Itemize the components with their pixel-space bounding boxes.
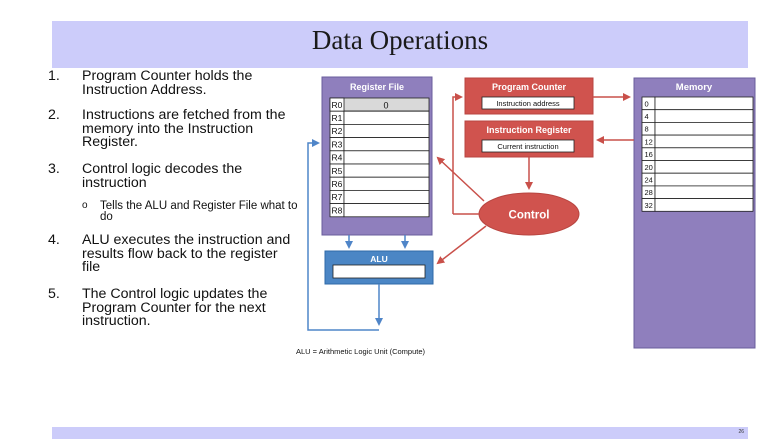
memory-cell — [654, 185, 754, 199]
title-bar: Data Operations — [52, 21, 748, 68]
memory-cell — [654, 109, 754, 123]
diagram-caption: ALU = Arithmetic Logic Unit (Compute) — [296, 347, 426, 356]
program-counter-title: Program Counter — [492, 82, 567, 92]
memory-rows: 0 4 8 12 16 20 24 28 32 — [641, 96, 754, 212]
register-label: R4 — [332, 153, 343, 163]
footer-bar — [52, 427, 748, 439]
register-label: R8 — [332, 205, 343, 215]
register-value-cell — [343, 189, 430, 204]
control-to-pc-arrow — [452, 93, 463, 214]
memory-address: 32 — [645, 201, 653, 210]
list-number: 4. — [48, 232, 60, 248]
list-text: ALU executes the instruction and results… — [82, 232, 291, 275]
register-value-cell — [343, 203, 430, 218]
list-text: Control logic decodes the instruction — [82, 161, 243, 191]
memory-title: Memory — [676, 82, 713, 93]
list-text: Program Counter holds the Instruction Ad… — [82, 68, 253, 98]
list-number: 5. — [48, 286, 60, 302]
register-label: R7 — [332, 192, 343, 202]
memory-cell — [654, 172, 754, 187]
alu: ALU — [324, 250, 434, 285]
register-value-cell — [343, 137, 430, 152]
register-label: R6 — [332, 179, 343, 189]
memory-address: 12 — [645, 137, 653, 146]
control-to-regfile-arrow — [436, 156, 485, 202]
memory-address: 24 — [645, 176, 653, 185]
current-instruction-field: Current instruction — [497, 142, 558, 151]
blue-arrows — [307, 139, 409, 331]
memory-address: 20 — [645, 163, 653, 172]
instruction-register-title: Instruction Register — [486, 125, 572, 135]
register-value-cell — [343, 163, 430, 178]
register-label: R2 — [332, 126, 343, 136]
register-file-title: Register File — [350, 82, 404, 92]
register-label: R1 — [332, 113, 343, 123]
memory-cell — [654, 160, 754, 174]
list-number: 2. — [48, 107, 60, 123]
memory-address: 8 — [645, 125, 649, 134]
memory-address: 0 — [645, 99, 649, 108]
memory-cell — [654, 122, 754, 136]
sub-bullet: o — [82, 200, 88, 211]
control-unit: Control — [478, 192, 580, 236]
register-label: R5 — [332, 166, 343, 176]
list-number: 3. — [48, 161, 60, 177]
writeback-arrow — [307, 139, 379, 331]
memory-cell — [654, 134, 754, 149]
instruction-address-field: Instruction address — [496, 99, 560, 108]
register-value-cell — [343, 110, 430, 125]
register-value-cell — [343, 124, 430, 139]
memory-cell — [654, 96, 754, 111]
memory: Memory 0 4 8 12 16 20 24 28 32 — [633, 77, 756, 349]
memory-cell — [654, 198, 754, 212]
register-label: R0 — [332, 100, 343, 110]
red-arrows — [436, 93, 634, 265]
register-value-cell — [343, 176, 430, 191]
sub-list-text: Tells the ALU and Register File what to … — [100, 200, 298, 223]
instruction-register: Instruction Register Current instruction — [464, 120, 594, 158]
alu-label: ALU — [370, 254, 387, 264]
memory-address: 28 — [645, 188, 653, 197]
memory-address: 4 — [645, 112, 649, 121]
slide-title: Data Operations — [311, 25, 489, 55]
page-number: 26 — [738, 429, 744, 435]
control-label: Control — [509, 210, 550, 222]
memory-cell — [654, 147, 754, 161]
r0-value: 0 — [383, 101, 388, 111]
list-text: The Control logic updates the Program Co… — [82, 286, 268, 329]
control-to-alu-arrow — [436, 225, 487, 265]
register-value-cell — [343, 150, 430, 165]
list-number: 1. — [48, 68, 60, 84]
register-label: R3 — [332, 139, 343, 149]
list-text: Instructions are fetched from the memory… — [82, 107, 286, 150]
program-counter: Program Counter Instruction address — [464, 77, 594, 115]
memory-address: 16 — [645, 150, 653, 159]
